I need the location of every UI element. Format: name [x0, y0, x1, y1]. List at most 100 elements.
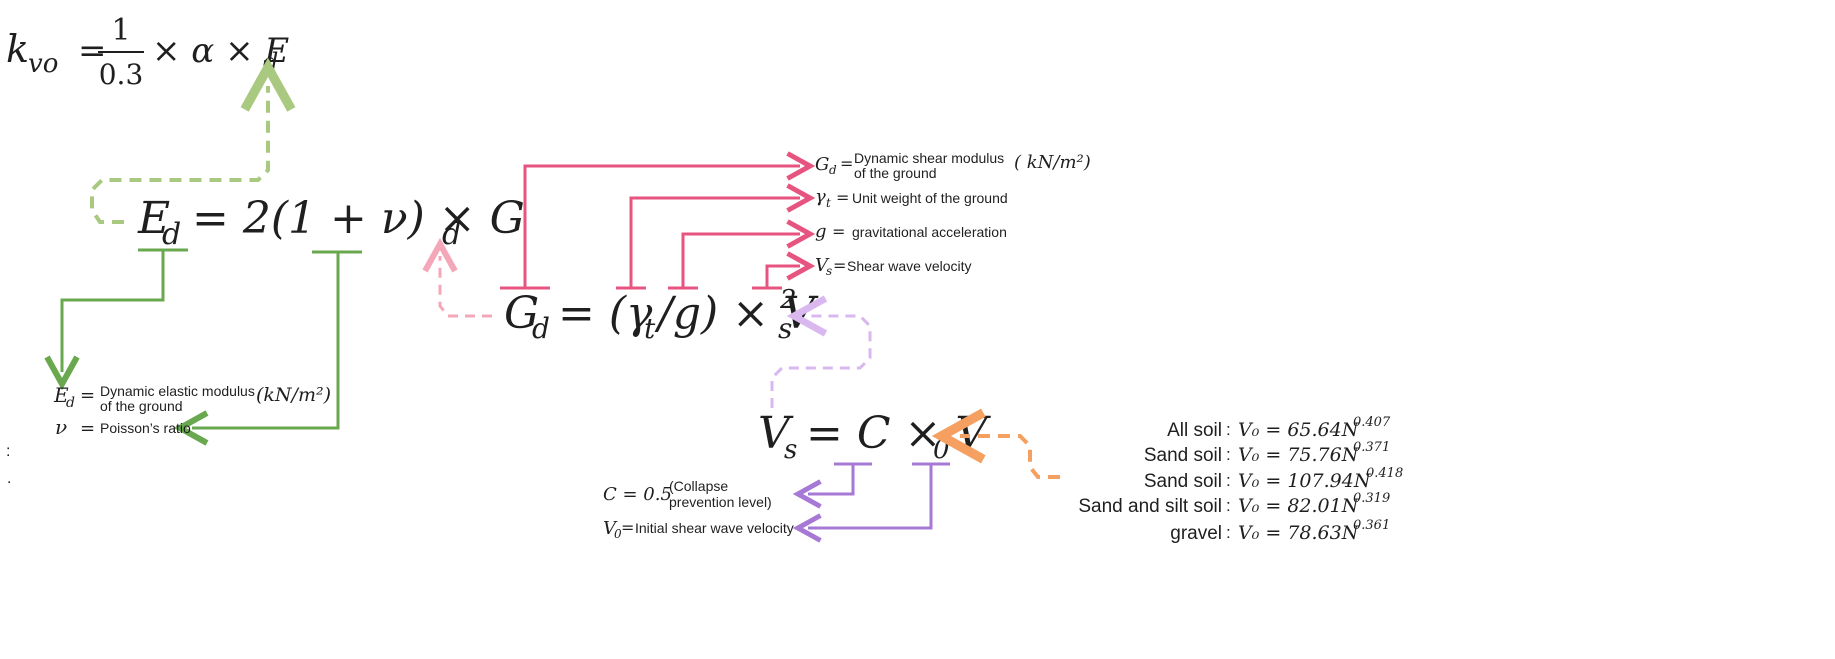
c-def-expr: C = 0.5	[603, 484, 672, 505]
ed-def-unit: (kN/m²)	[256, 384, 331, 406]
nu-def-eq: =	[80, 418, 95, 439]
ed-def-line1: Dynamic elastic modulus	[100, 383, 255, 399]
kvo-denominator: 0.3	[99, 58, 144, 91]
soil-table: All soil : V₀ = 65.64N 0.407 Sand soil :…	[1078, 415, 1403, 544]
soil-exp: 0.407	[1353, 415, 1391, 430]
kvo-lhs-sub: vo	[28, 49, 58, 79]
gd-def-symbol: G	[815, 154, 829, 175]
c-def-line1: (Collapse	[669, 478, 728, 494]
c-def-arrow	[808, 464, 855, 494]
soil-exp: 0.418	[1366, 466, 1403, 481]
ed-lhs-sub: d	[162, 217, 181, 252]
vs-lhs-sub: s	[784, 435, 797, 465]
v0-def-eq: =	[621, 518, 634, 537]
kvo-lhs: k	[6, 27, 29, 71]
vs-def-arrow	[765, 266, 800, 288]
gamma-def-eq: =	[836, 188, 849, 207]
gd-def-eq: =	[840, 154, 853, 173]
soil-to-v0-arrow	[960, 436, 1060, 479]
gamma-def-arrow	[629, 198, 800, 288]
g-def-symbol: g	[815, 221, 827, 242]
gd-def-unit: ( kN/m²)	[1014, 152, 1091, 173]
vs-mid: = C × V	[806, 408, 991, 459]
soil-exp: 0.319	[1353, 491, 1390, 506]
nu-def-symbol: ν	[55, 415, 67, 439]
gd-mid-sub: t	[644, 312, 656, 345]
ed-def-symbol: E	[53, 383, 69, 407]
soil-label: Sand soil	[1144, 445, 1222, 466]
soil-label: gravel	[1170, 523, 1222, 544]
vs-definitions: C = 0.5 (Collapse prevention level) V 0 …	[603, 478, 794, 541]
g-def-eq: =	[832, 222, 845, 241]
v0-def-sub: 0	[614, 527, 622, 541]
ed-def-sub: d	[66, 395, 75, 411]
soil-label: Sand soil	[1144, 471, 1222, 492]
stray-dot: .	[7, 470, 11, 487]
vs-def-eq: =	[833, 256, 846, 275]
gd-lhs: G	[504, 288, 539, 339]
v0-def-arrow	[808, 464, 933, 528]
soil-exp: 0.361	[1353, 518, 1390, 533]
soil-label: All soil	[1167, 420, 1222, 441]
ed-def-arrow	[62, 250, 165, 372]
soil-formula: V₀ = 75.76N	[1238, 444, 1360, 466]
soil-formula: V₀ = 78.63N	[1238, 522, 1360, 544]
v0-def-symbol: V	[603, 518, 618, 539]
soil-formula: V₀ = 107.94N	[1238, 470, 1372, 492]
ed-definitions: E d = Dynamic elastic modulus of the gro…	[53, 383, 331, 439]
soil-row: All soil : V₀ = 65.64N 0.407	[1167, 415, 1391, 441]
vs-formula: V s = C × V 0	[758, 408, 991, 465]
kvo-numerator: 1	[111, 13, 130, 48]
gd-mid2-sub: s	[778, 312, 792, 345]
soil-formula: V₀ = 65.64N	[1238, 419, 1360, 441]
soil-row: Sand and silt soil : V₀ = 82.01N 0.319	[1078, 491, 1390, 517]
c-def-line2: prevention level)	[669, 494, 772, 510]
kvo-rhs-sub: d	[263, 48, 278, 76]
gd-definitions: G d = Dynamic shear modulus of the groun…	[815, 150, 1091, 278]
gamma-def-text: Unit weight of the ground	[852, 190, 1008, 206]
ed-rhs-sub: d	[442, 217, 461, 252]
vs-brackets	[808, 462, 950, 528]
ed-rhs: = 2(1 + ν) × G	[192, 193, 525, 244]
vs-lhs: V	[758, 408, 794, 459]
soil-colon: :	[1226, 445, 1231, 464]
vs-def-sub: s	[826, 264, 832, 278]
ed-def-eq: =	[80, 385, 95, 406]
gd-def-arrow	[523, 166, 800, 288]
soil-formula: V₀ = 82.01N	[1238, 495, 1360, 517]
soil-label: Sand and silt soil	[1078, 496, 1222, 517]
soil-row: Sand soil : V₀ = 75.76N 0.371	[1144, 440, 1390, 466]
gamma-def-symbol: γ	[815, 186, 826, 207]
soil-row: Sand soil : V₀ = 107.94N 0.418	[1144, 466, 1403, 492]
nu-def-text: Poisson’s ratio	[100, 420, 191, 436]
ed-to-kvo-arrow	[90, 86, 268, 224]
g-def-text: gravitational acceleration	[852, 224, 1007, 240]
soil-exp: 0.371	[1353, 440, 1390, 455]
gamma-def-sub: t	[826, 196, 831, 210]
vs-mid-sub: 0	[933, 435, 950, 465]
vs-def-text: Shear wave velocity	[847, 258, 972, 274]
v0-def-text: Initial shear wave velocity	[635, 520, 794, 536]
soil-row: gravel : V₀ = 78.63N 0.361	[1170, 518, 1390, 544]
gd-formula: G d = (γ t /g) × V s 2	[504, 285, 819, 345]
ed-lhs: E	[137, 193, 170, 244]
ed-def-line2: of the ground	[100, 398, 183, 414]
gd-def-line1: Dynamic shear modulus	[854, 150, 1004, 166]
soil-colon: :	[1226, 523, 1231, 542]
gd-lhs-sub: d	[532, 312, 550, 345]
g-def-arrow	[681, 234, 800, 288]
soil-colon: :	[1226, 420, 1231, 439]
nu-def-arrow	[192, 252, 340, 428]
stray-colon: :	[6, 443, 10, 460]
gd-brackets	[500, 166, 800, 290]
ed-formula: E d = 2(1 + ν) × G d	[137, 193, 525, 252]
ed-brackets	[62, 248, 362, 428]
vs-def-symbol: V	[815, 255, 830, 276]
gd-def-sub: d	[829, 163, 837, 177]
soil-colon: :	[1226, 496, 1231, 515]
gd-to-ed-arrow	[440, 256, 492, 318]
kvo-formula: k vo = 1 0.3 × α × E d	[6, 13, 289, 91]
gd-def-line2: of the ground	[854, 165, 937, 181]
soil-colon: :	[1226, 471, 1231, 490]
